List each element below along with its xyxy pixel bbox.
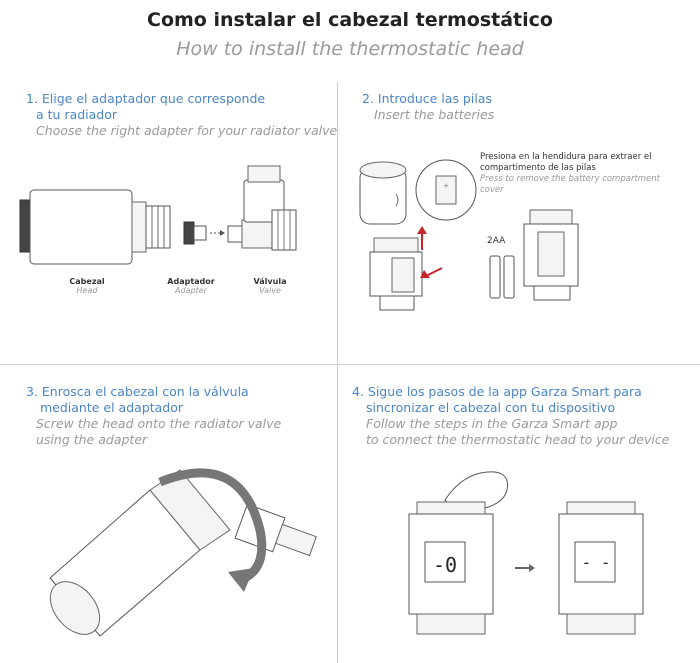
label-head-en: Head <box>76 286 98 295</box>
label-valve: Válvula Valve <box>240 277 300 295</box>
step-1-title-line2: a tu radiador <box>36 107 118 122</box>
magnify-icon: + <box>415 159 477 221</box>
label-valve-en: Valve <box>259 286 281 295</box>
battery-label: 2AA <box>487 236 506 246</box>
step-4-subtitle-line1: Follow the steps in the Garza Smart app <box>366 416 618 431</box>
thermostatic-head-icon <box>49 469 231 637</box>
thermostatic-head-batteries-icon <box>523 209 579 301</box>
step-2-note-es-line1: Presiona en la hendidura para extraer el <box>480 152 652 162</box>
step-2-note-es-line2: compartimento de las pilas <box>480 163 596 173</box>
step-3-subtitle-line1: Screw the head onto the radiator valve <box>36 416 282 431</box>
step-3-subtitle-line2: using the adapter <box>36 432 148 447</box>
step-2-note: Presiona en la hendidura para extraer el… <box>480 152 660 196</box>
arrow-right-icon <box>210 230 225 236</box>
thermostat-after <box>558 501 644 635</box>
thermostatic-head-icon <box>19 189 171 265</box>
step-2-title: 2. Introduce las pilas <box>362 91 492 106</box>
display-before: -0 <box>432 553 458 577</box>
valve-icon <box>227 165 297 251</box>
label-adapter-en: Adapter <box>175 286 207 295</box>
battery-cover-icon <box>359 161 407 225</box>
thermostatic-head-open-icon <box>369 237 423 311</box>
step-4-illustration <box>408 471 644 635</box>
svg-text:+: + <box>443 182 449 190</box>
page-subtitle: How to install the thermostatic head <box>176 38 524 60</box>
step-1-text: 1. Elige el adaptador que corresponde a … <box>26 91 337 139</box>
battery-icon <box>489 255 515 299</box>
step-3-text: 3. Enrosca el cabezal con la válvula med… <box>26 384 281 448</box>
step-2-note-en-line2: cover <box>480 185 504 195</box>
adapter-icon <box>183 221 207 245</box>
divider-vertical <box>337 82 338 663</box>
step-2-illustration: + <box>359 159 579 311</box>
label-head: Cabezal Head <box>57 277 117 295</box>
step-4-text: 4. Sigue los pasos de la app Garza Smart… <box>352 384 669 448</box>
arrow-up-icon <box>417 226 427 250</box>
step-3-title-line2: mediante el adaptador <box>40 400 184 415</box>
step-2-note-en-line1: Press to remove the battery compartment <box>480 174 661 184</box>
label-adapter: Adaptador Adapter <box>161 277 221 295</box>
label-valve-es: Válvula <box>253 277 287 286</box>
step-4-subtitle-line2: to connect the thermostatic head to your… <box>366 432 670 447</box>
step-1-subtitle: Choose the right adapter for your radiat… <box>36 123 338 138</box>
step-3-illustration <box>49 468 317 637</box>
step-2-text: 2. Introduce las pilas Insert the batter… <box>362 91 494 123</box>
rotate-arrow-icon <box>158 468 267 592</box>
step-1-title-line1: 1. Elige el adaptador que corresponde <box>26 91 266 106</box>
thermostat-before <box>408 501 494 635</box>
valve-icon <box>234 503 317 557</box>
step-3-title-line1: 3. Enrosca el cabezal con la válvula <box>26 384 249 399</box>
label-head-es: Cabezal <box>69 277 105 286</box>
divider-horizontal <box>0 364 700 365</box>
step-2-subtitle: Insert the batteries <box>374 107 495 122</box>
display-after: - - <box>581 553 611 572</box>
step-4-title-line1: 4. Sigue los pasos de la app Garza Smart… <box>352 384 642 399</box>
arrow-right-icon <box>515 564 535 572</box>
step-4-title-line2: sincronizar el cabezal con tu dispositiv… <box>366 400 616 415</box>
page-title: Como instalar el cabezal termostático <box>147 9 553 31</box>
step-1-illustration <box>19 165 297 265</box>
arrow-left-icon <box>420 267 443 278</box>
label-adapter-es: Adaptador <box>167 277 215 286</box>
